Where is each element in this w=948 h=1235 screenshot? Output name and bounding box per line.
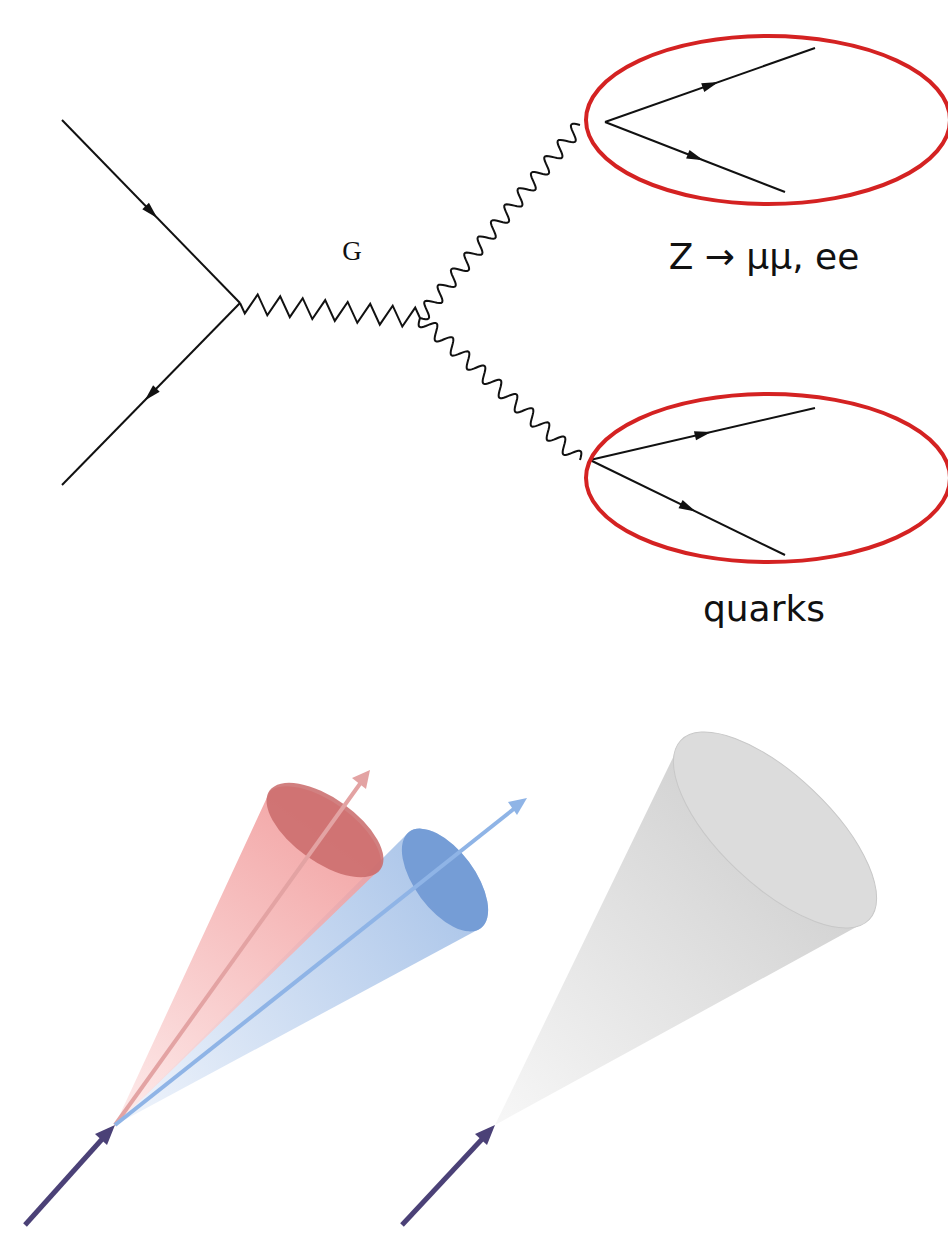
fermion-arrowhead xyxy=(679,500,696,511)
z-boson-propagator xyxy=(420,124,580,319)
fermion-arrowheads xyxy=(142,82,718,511)
fermion-arrowhead xyxy=(694,431,711,440)
graviton-propagator xyxy=(240,294,420,326)
incoming-arrow xyxy=(25,1125,495,1225)
single-jet xyxy=(495,701,907,1125)
propagator-label: G xyxy=(342,236,362,267)
decay-label: Z → μμ, ee xyxy=(669,236,860,277)
highlight-ellipse xyxy=(586,36,948,204)
decay-label: quarks xyxy=(703,588,825,629)
fermion-arrowhead xyxy=(142,203,157,218)
fermion-arrowhead xyxy=(701,82,718,92)
z-boson-propagator xyxy=(419,318,582,460)
fermion-line xyxy=(62,48,815,555)
fermion-arrowhead xyxy=(686,150,703,160)
fermion-arrowhead xyxy=(145,385,160,400)
highlight-ellipse xyxy=(586,394,948,562)
two-prong-jet xyxy=(115,765,527,1125)
